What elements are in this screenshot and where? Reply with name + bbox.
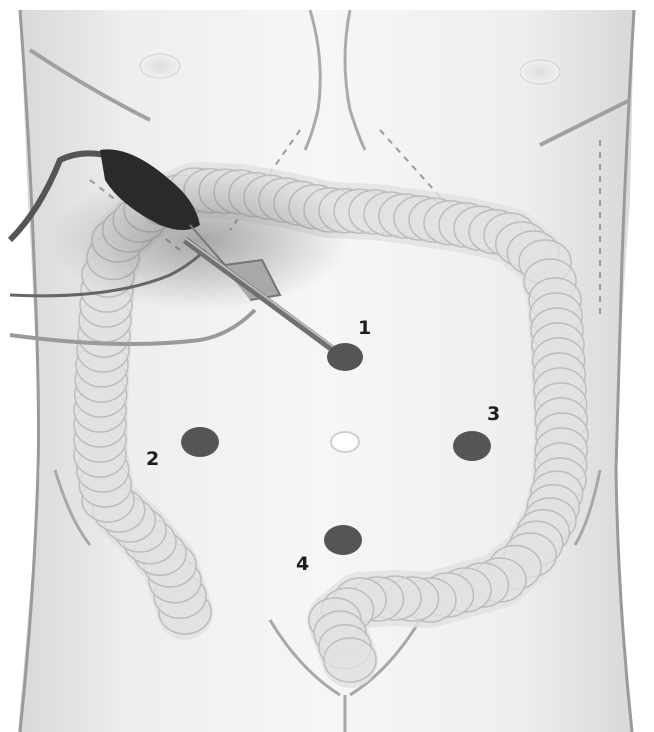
instrument-shadow	[50, 170, 350, 310]
colon-segment	[324, 638, 376, 682]
port-1-label: 1	[358, 317, 371, 339]
port-2-label: 2	[146, 448, 159, 470]
port-1	[327, 343, 363, 371]
port-2	[181, 427, 219, 457]
port-4-label: 4	[296, 553, 309, 575]
left-nipple	[140, 54, 180, 78]
port-4	[324, 525, 362, 555]
right-nipple	[520, 60, 560, 84]
port-3	[453, 431, 491, 461]
port-3-label: 3	[487, 403, 500, 425]
navel	[331, 432, 359, 452]
